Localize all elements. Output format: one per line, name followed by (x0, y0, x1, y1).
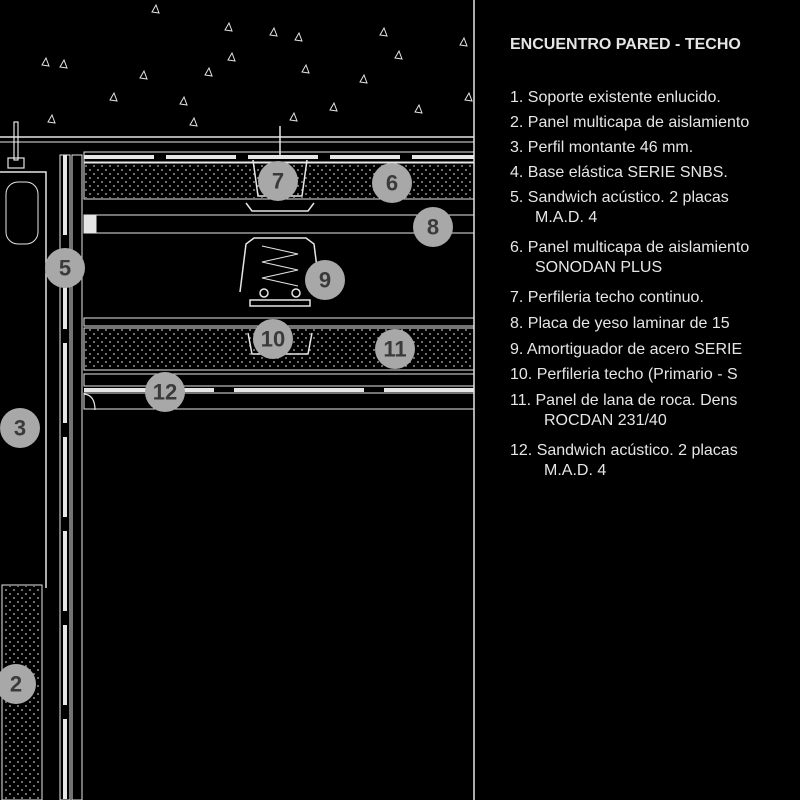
callout-label-10: 10 (261, 327, 285, 352)
callout-bubble-12 (145, 372, 185, 412)
legend-item-text: 11. Panel de lana de roca. Dens (510, 392, 738, 409)
aggregate-mark (269, 26, 278, 37)
legend-item-text: 5. Sandwich acústico. 2 placas (510, 189, 729, 206)
aggregate-mark (294, 31, 303, 42)
aggregate-mark (41, 56, 50, 67)
legend-item-text: 10. Perfileria techo (Primario - S (510, 366, 738, 383)
aggregate-mark (394, 49, 403, 60)
aggregate-mark (301, 63, 310, 74)
existing-slab (0, 0, 475, 800)
callout-label-12: 12 (153, 380, 177, 405)
aggregate-mark (289, 111, 298, 122)
aggregate-mark (189, 116, 198, 127)
aggregate-mark (224, 21, 233, 32)
callout-label-8: 8 (427, 215, 439, 240)
aggregate-mark (359, 73, 368, 84)
legend-item-continuation: SONODAN PLUS (535, 259, 663, 276)
legend-item-7: 7. Perfileria techo continuo. (510, 288, 704, 308)
callout-bubble-7 (258, 161, 298, 201)
callout-label-2: 2 (10, 672, 22, 697)
legend-item-text: 8. Placa de yeso laminar de 15 (510, 315, 730, 332)
callout-bubble-9 (305, 260, 345, 300)
callout-label-11: 11 (383, 337, 406, 362)
legend-item-9: 9. Amortiguador de acero SERIE (510, 340, 742, 360)
legend-item-text: 4. Base elástica SERIE SNBS. (510, 164, 728, 181)
legend-item-continuation: M.A.D. 4 (535, 209, 598, 226)
legend-item-3: 3. Perfil montante 46 mm. (510, 138, 693, 158)
callout-label-6: 6 (386, 171, 398, 196)
legend-item-continuation: M.A.D. 4 (544, 462, 607, 479)
callout-label-3: 3 (14, 416, 26, 441)
aggregate-mark (227, 51, 236, 62)
aggregate-mark (139, 69, 148, 80)
legend-item-continuation: ROCDAN 231/40 (544, 412, 667, 429)
aggregate-mark (59, 58, 68, 69)
aggregate-mark (47, 113, 56, 124)
callout-bubble-5 (45, 248, 85, 288)
aggregate-mark (329, 101, 338, 112)
callout-label-9: 9 (319, 268, 331, 293)
callout-bubble-3 (0, 408, 40, 448)
legend-item-text: 7. Perfileria techo continuo. (510, 289, 704, 306)
drawing-title: ENCUENTRO PARED - TECHO (510, 36, 741, 53)
legend-item-text: 6. Panel multicapa de aislamiento (510, 239, 750, 256)
aggregate-mark (204, 66, 213, 77)
callout-bubble-2 (0, 664, 36, 704)
aggregate-mark (179, 95, 188, 106)
callout-bubble-11 (375, 329, 415, 369)
legend-item-8: 8. Placa de yeso laminar de 15 (510, 314, 730, 334)
aggregate-mark (109, 91, 118, 102)
aggregate-mark (459, 36, 468, 47)
aggregate-mark (379, 26, 388, 37)
callout-bubble-6 (372, 163, 412, 203)
callout-bubble-8 (413, 207, 453, 247)
callout-label-7: 7 (272, 169, 284, 194)
legend-item-1: 1. Soporte existente enlucido. (510, 88, 721, 108)
legend-item-2: 2. Panel multicapa de aislamiento (510, 113, 749, 133)
callout-bubbles: 7 6 8 5 9 10 11 12 3 2 (0, 161, 453, 704)
aggregate-mark (414, 103, 423, 114)
legend-item-10: 10. Perfileria techo (Primario - S (510, 365, 738, 385)
callout-label-5: 5 (59, 256, 71, 281)
aggregate-mark (151, 3, 160, 14)
legend-item-text: 3. Perfil montante 46 mm. (510, 139, 694, 156)
legend-item-4: 4. Base elástica SERIE SNBS. (510, 163, 728, 183)
ceiling-profiles (239, 126, 321, 355)
legend-item-text: 9. Amortiguador de acero SERIE (510, 341, 743, 358)
legend-item-text: 2. Panel multicapa de aislamiento (510, 114, 750, 131)
aggregate-mark (464, 91, 473, 102)
legend-item-text: 12. Sandwich acústico. 2 placas (510, 442, 738, 459)
callout-bubble-10 (253, 319, 293, 359)
legend-item-text: 1. Soporte existente enlucido. (510, 89, 721, 106)
